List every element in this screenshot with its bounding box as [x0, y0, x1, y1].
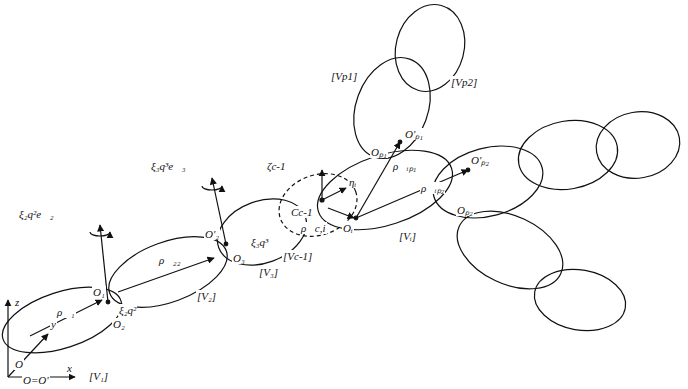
symbol-label: [V₃]	[258, 266, 279, 278]
symbol-label: ξ₂q²	[118, 304, 137, 316]
symbol-label: Cc-1	[290, 206, 313, 218]
symbol-label: [Vᵢ]	[398, 230, 417, 242]
symbol-label: ηᵢ	[348, 176, 357, 188]
symbol-label: [Vp2]	[450, 76, 478, 88]
symbol-label: Oₚ₂	[456, 204, 474, 216]
symbol-label: Oᵢ	[342, 222, 354, 234]
symbol-label: ξ₂q²e⃗₂	[18, 208, 55, 220]
symbol-label: ζc-1	[266, 160, 287, 172]
symbol-label: ρ⃗₁	[56, 306, 76, 318]
symbol-label: [V₁]	[88, 370, 109, 382]
symbol-label: [Vp1]	[330, 70, 358, 82]
symbol-label: ρ⃗ᵢₚ₂	[420, 182, 445, 194]
symbol-label: O=O'	[22, 374, 50, 386]
symbol-label: ξ₃q³	[250, 236, 269, 248]
symbol-label: O	[14, 358, 24, 370]
symbol-label: ρ⃗ᵢₚ₁	[392, 160, 417, 172]
symbol-label: x	[66, 362, 73, 374]
symbol-label: O₁	[92, 286, 106, 298]
symbol-label: z	[14, 296, 20, 308]
symbol-label: [V₂]	[196, 290, 217, 302]
symbol-label: Oₚ₁	[370, 146, 388, 158]
symbol-label: O'ₚ₂	[470, 154, 490, 166]
symbol-label: ρ⃗c,i	[300, 222, 327, 234]
symbol-label: ξ₃q³e⃗₃	[150, 160, 187, 172]
symbol-label: O'ₚ₁	[404, 128, 424, 140]
symbol-label: O'₂	[204, 228, 220, 240]
symbol-label: [Vc-1]	[282, 250, 313, 262]
symbol-label: ρ⃗₂₂	[158, 254, 181, 266]
symbol-label: y	[50, 318, 57, 330]
symbol-label: O₃	[232, 252, 246, 264]
symbol-label: O₂	[112, 318, 126, 330]
